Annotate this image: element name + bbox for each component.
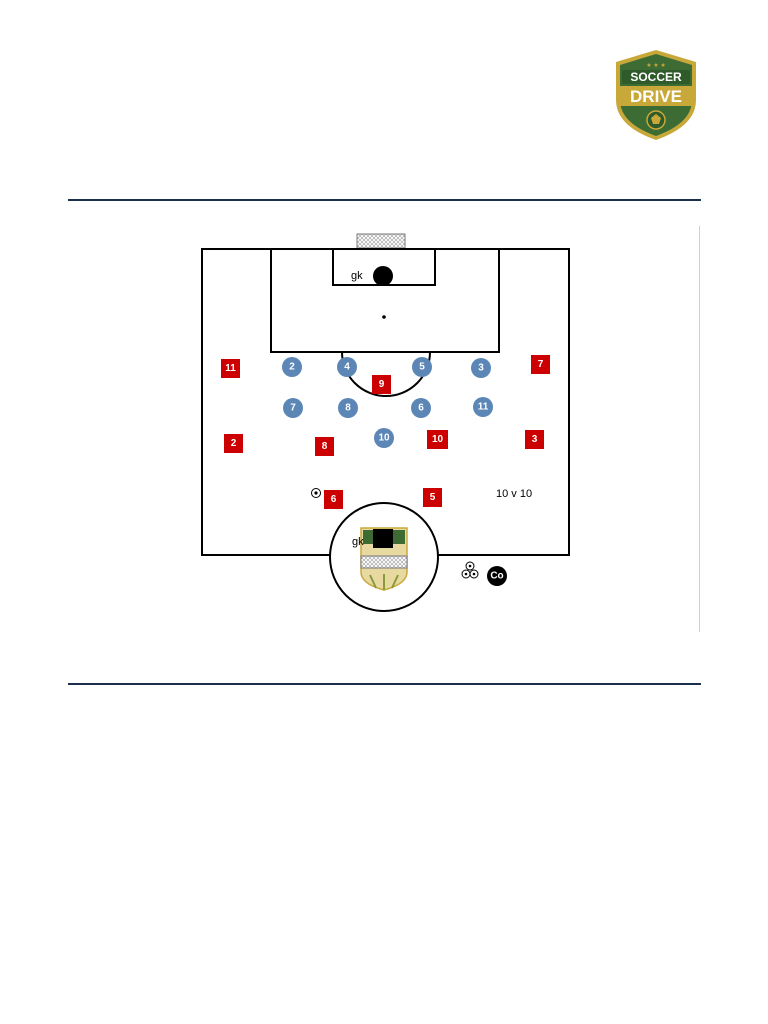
soccer-drive-logo: ★ ★ ★ SOCCER DRIVE (616, 50, 696, 140)
blue-player-11: 11 (473, 397, 493, 417)
red-player-10: 10 (427, 430, 448, 449)
red-player-8: 8 (315, 437, 334, 456)
goalkeeper-label-top: gk (351, 270, 363, 282)
goalkeeper-label-bottom: gk (352, 536, 364, 548)
svg-text:8: 8 (322, 441, 328, 452)
svg-text:2: 2 (289, 362, 295, 373)
match-format-label: 10 v 10 (496, 488, 532, 500)
svg-text:7: 7 (290, 403, 296, 414)
red-player-2: 2 (224, 434, 243, 453)
svg-text:8: 8 (345, 403, 351, 414)
svg-text:10: 10 (378, 433, 390, 444)
goal-net-bottom (360, 555, 408, 569)
svg-text:6: 6 (418, 403, 424, 414)
red-player-11: 11 (221, 359, 240, 378)
svg-text:3: 3 (478, 363, 484, 374)
goalkeeper-top (373, 266, 393, 286)
svg-text:6: 6 (331, 494, 337, 505)
red-player-3: 3 (525, 430, 544, 449)
svg-text:5: 5 (430, 492, 436, 503)
blue-player-8: 8 (338, 398, 358, 418)
logo-text-drive: DRIVE (630, 87, 682, 106)
svg-text:3: 3 (532, 434, 538, 445)
logo-text-soccer: SOCCER (630, 70, 682, 84)
svg-text:11: 11 (478, 402, 489, 413)
blue-player-10: 10 (374, 428, 394, 448)
blue-player-4: 4 (337, 357, 357, 377)
svg-text:5: 5 (419, 362, 425, 373)
svg-text:7: 7 (538, 359, 544, 370)
goalkeeper-bottom (373, 529, 393, 548)
svg-text:10: 10 (432, 434, 444, 445)
penalty-spot (382, 315, 386, 319)
blue-player-6: 6 (411, 398, 431, 418)
red-player-9: 9 (372, 375, 391, 394)
coach-marker: Co (487, 566, 507, 586)
red-team: 11 7 9 2 8 10 3 6 5 (221, 355, 550, 509)
top-divider (68, 199, 701, 201)
blue-team: 2 4 5 3 7 8 6 11 10 (282, 357, 493, 448)
blue-player-3: 3 (471, 358, 491, 378)
coach-label: Co (490, 571, 503, 582)
svg-text:4: 4 (344, 362, 350, 373)
red-player-6: 6 (324, 490, 343, 509)
goal-net-icon (356, 233, 406, 249)
blue-player-7: 7 (283, 398, 303, 418)
svg-text:9: 9 (379, 379, 385, 390)
blue-player-5: 5 (412, 357, 432, 377)
blue-player-2: 2 (282, 357, 302, 377)
bottom-divider (68, 683, 701, 685)
svg-text:11: 11 (225, 363, 236, 374)
ball-stack-icon (461, 561, 479, 579)
svg-text:★ ★ ★: ★ ★ ★ (646, 62, 665, 69)
svg-text:2: 2 (231, 438, 237, 449)
red-player-7: 7 (531, 355, 550, 374)
soccer-ball-icon (311, 488, 321, 498)
diagram-frame-edge (699, 226, 700, 632)
red-player-5: 5 (423, 488, 442, 507)
